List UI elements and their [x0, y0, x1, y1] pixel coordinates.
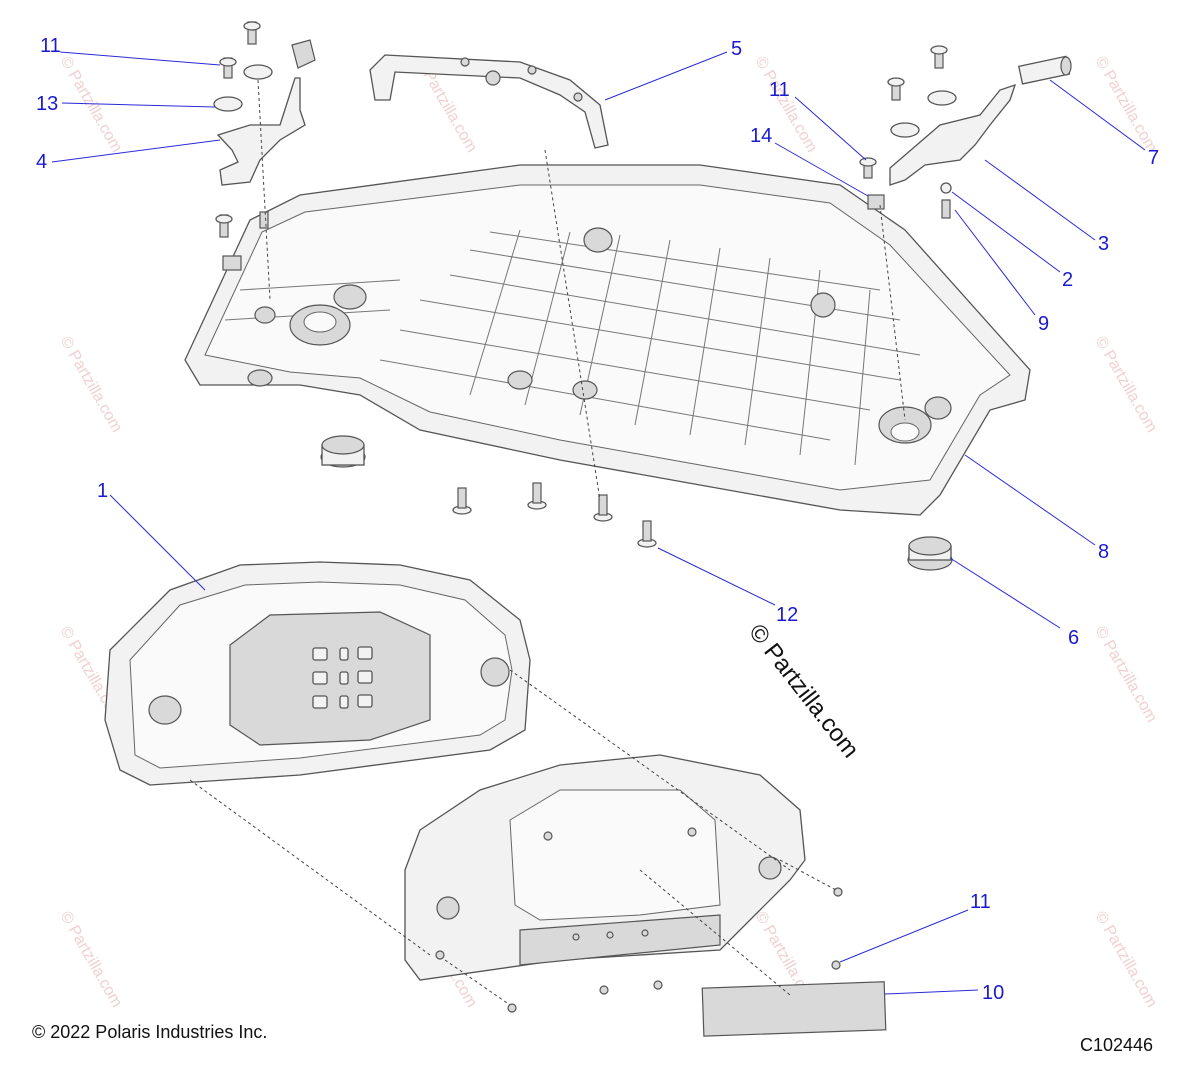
callout-label: 3	[1098, 233, 1109, 255]
callout-label: 11	[769, 79, 790, 101]
sleeve-pin	[1018, 55, 1072, 85]
callout-label: 11	[40, 35, 61, 57]
right-hardware	[859, 45, 957, 219]
callout-label: 10	[982, 982, 1004, 1004]
decal	[701, 981, 887, 1037]
instrument-pod-housing	[184, 164, 1031, 516]
callout-label: 1	[97, 480, 108, 502]
callout-label: 5	[731, 38, 742, 60]
callout-label: 6	[1068, 627, 1079, 649]
watermark-text: © Partzilla.com	[57, 334, 126, 436]
callout-label: 8	[1098, 541, 1109, 563]
watermark-text: © Partzilla.com	[57, 909, 126, 1011]
latch-left	[216, 39, 316, 186]
grommet	[907, 536, 953, 571]
callout-label: 4	[36, 151, 47, 173]
callout-label: 14	[750, 125, 772, 147]
instrument-cluster	[404, 754, 806, 981]
watermark-text: © Partzilla.com	[1092, 624, 1161, 726]
drawing-number: C102446	[1080, 1035, 1154, 1055]
partzilla-watermark: © Partzilla.com	[743, 619, 864, 763]
cover-slots	[312, 646, 373, 709]
callout-label: 2	[1062, 269, 1073, 291]
watermark-text: © Partzilla.com	[1092, 909, 1161, 1011]
housing-ribs	[224, 229, 921, 466]
assembly-lines	[189, 79, 906, 1006]
watermark-text: © Partzilla.com	[1092, 54, 1161, 156]
watermark-text: © Partzilla.com	[1092, 334, 1161, 436]
copyright-notice: © 2022 Polaris Industries Inc.	[32, 1022, 268, 1042]
callout-label: 9	[1038, 313, 1049, 335]
grommet	[320, 435, 366, 468]
cluster-rear-cover	[104, 561, 531, 786]
left-hardware	[213, 21, 273, 271]
latch-right	[889, 83, 1017, 186]
callout-label: 11	[970, 891, 991, 913]
cluster-screws	[507, 887, 843, 1013]
mounting-bracket	[369, 54, 609, 149]
callout-label: 12	[776, 604, 798, 626]
callout-label: 7	[1148, 147, 1159, 169]
callouts: 11 13 4 5 11 14 7 3 2 9 8 1 12 6 11 10	[36, 35, 1159, 1004]
screws-row	[452, 482, 657, 548]
callout-label: 13	[36, 93, 58, 115]
